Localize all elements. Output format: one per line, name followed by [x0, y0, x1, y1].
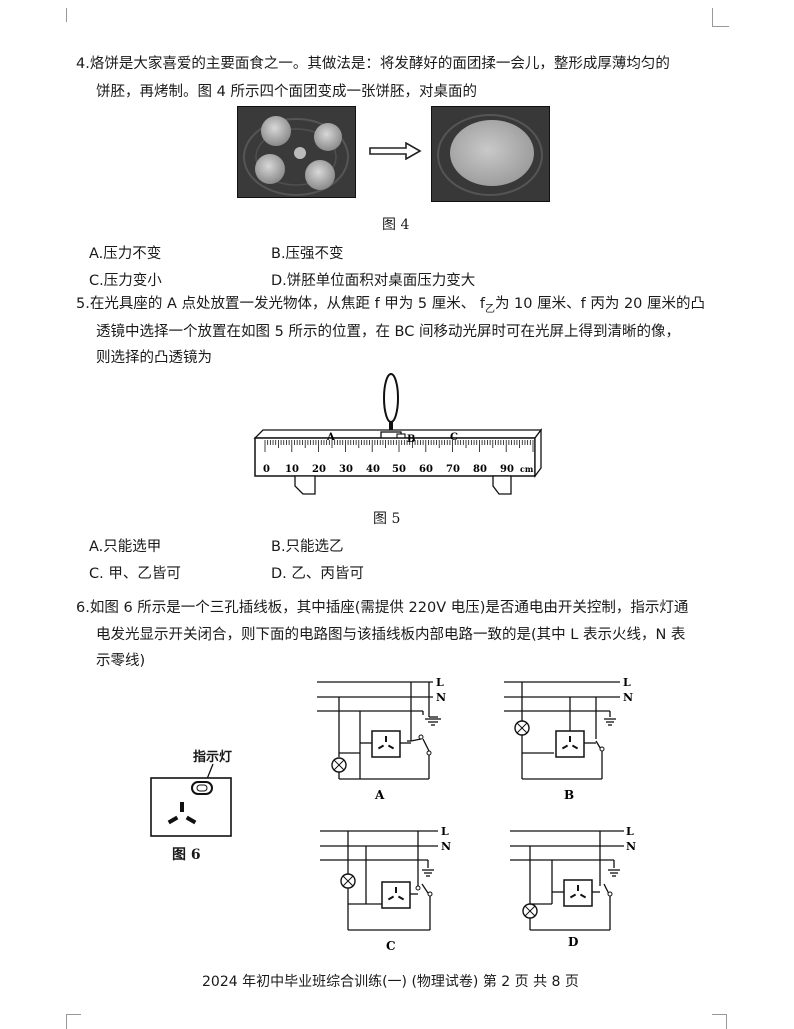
three-pin-socket-icon	[167, 802, 197, 825]
q6-line-2: 电发光显示开关闭合，则下面的电路图与该插线板内部电路一致的是(其中 L 表示火线…	[96, 627, 686, 643]
scale-unit: cm	[520, 464, 534, 474]
circuit-diagram-c: L N C	[320, 825, 451, 952]
corner-mark-bottom-left	[66, 1014, 81, 1029]
power-strip-figure	[150, 763, 232, 837]
bench-point-b: B	[407, 434, 415, 445]
circuit-a-live-label: L	[436, 676, 444, 689]
indicator-light-label: 指示灯	[193, 750, 233, 765]
flat-dough-image	[432, 107, 549, 201]
circuit-d-label: D	[568, 935, 578, 949]
scale-label-30: 30	[339, 464, 353, 475]
bench-point-a: A	[326, 432, 335, 443]
circuit-diagram-a: L N A	[317, 676, 446, 800]
circuit-b-live-label: L	[623, 676, 631, 689]
q4-option-c: C.压力变小	[89, 273, 162, 289]
figure-5-caption: 图 5	[373, 511, 401, 527]
figure-4-caption: 图 4	[382, 217, 410, 233]
circuit-a-neutral-label: N	[436, 691, 446, 704]
corner-mark-top-right	[712, 8, 729, 27]
scale-label-70: 70	[446, 464, 460, 475]
bench-point-c: C	[450, 432, 458, 443]
scale-label-10: 10	[285, 464, 299, 475]
q4-line-2: 饼胚，再烤制。图 4 所示四个面团变成一张饼胚，对桌面的	[96, 84, 477, 100]
ruler-ticks	[264, 440, 534, 452]
scale-label-20: 20	[312, 464, 326, 475]
lamp-icon	[522, 903, 538, 919]
lamp-icon	[514, 720, 530, 736]
q4-option-d: D.饼胚单位面积对桌面压力变大	[271, 273, 476, 289]
dough-balls-image	[238, 107, 355, 197]
circuit-diagram-b: L N B	[504, 676, 633, 800]
figure-6-caption: 图 6	[172, 847, 201, 863]
q5-option-a: A.只能选甲	[89, 539, 162, 555]
circuit-d-live-label: L	[626, 825, 634, 838]
transform-arrow-icon	[369, 142, 422, 160]
circuit-diagram-d: L N D	[510, 825, 636, 949]
q5-line-1: 5.在光具座的 A 点处放置一发光物体，从焦距 f 甲为 5 厘米、 f乙为 1…	[76, 294, 705, 320]
scale-label-60: 60	[419, 464, 433, 475]
lamp-icon	[331, 757, 347, 773]
corner-mark-bottom-right	[712, 1014, 727, 1029]
q5-option-c: C. 甲、乙皆可	[89, 566, 181, 582]
circuit-a-label: A	[374, 788, 385, 800]
corner-mark-top-left	[66, 8, 81, 22]
dough-balls-photo	[237, 106, 356, 198]
circuit-c-live-label: L	[441, 825, 449, 838]
q5-option-b: B.只能选乙	[271, 539, 344, 555]
scale-label-90: 90	[500, 464, 514, 475]
q5-line-1-sub: 乙	[484, 303, 495, 315]
circuit-c-label: C	[386, 939, 396, 952]
q4-option-a: A.压力不变	[89, 246, 162, 262]
scale-label-50: 50	[392, 464, 406, 475]
scale-label-0: 0	[263, 464, 270, 475]
q5-option-d: D. 乙、丙皆可	[271, 566, 364, 582]
q6-line-3: 示零线)	[96, 653, 146, 669]
q5-line-1-post: 为 10 厘米、f 丙为 20 厘米的凸	[494, 296, 706, 312]
optical-bench-figure: A B C 0 10 20 30 40 50 60 70 80 90 cm	[253, 373, 543, 495]
scale-label-40: 40	[366, 464, 380, 475]
circuit-c-neutral-label: N	[441, 840, 451, 853]
q5-line-1-pre: 5.在光具座的 A 点处放置一发光物体，从焦距 f 甲为 5 厘米、 f	[76, 296, 485, 312]
scale-label-80: 80	[473, 464, 487, 475]
lamp-icon	[340, 873, 356, 889]
convex-lens-icon	[383, 373, 399, 423]
q6-line-1: 6.如图 6 所示是一个三孔插线板，其中插座(需提供 220V 电压)是否通电由…	[76, 600, 689, 616]
q4-option-b: B.压强不变	[271, 246, 344, 262]
q5-line-2: 透镜中选择一个放置在如图 5 所示的位置，在 BC 间移动光屏时可在光屏上得到清…	[96, 324, 680, 340]
circuit-d-neutral-label: N	[626, 840, 636, 853]
circuit-b-label: B	[564, 788, 574, 800]
q5-line-3: 则选择的凸透镜为	[96, 350, 212, 366]
q4-line-1: 4.烙饼是大家喜爱的主要面食之一。其做法是：将发酵好的面团揉一会儿，整形成厚薄均…	[76, 56, 670, 72]
flat-dough-photo	[431, 106, 550, 202]
circuit-b-neutral-label: N	[623, 691, 633, 704]
page-footer: 2024 年初中毕业班综合训练(一) (物理试卷) 第 2 页 共 8 页	[202, 974, 579, 990]
